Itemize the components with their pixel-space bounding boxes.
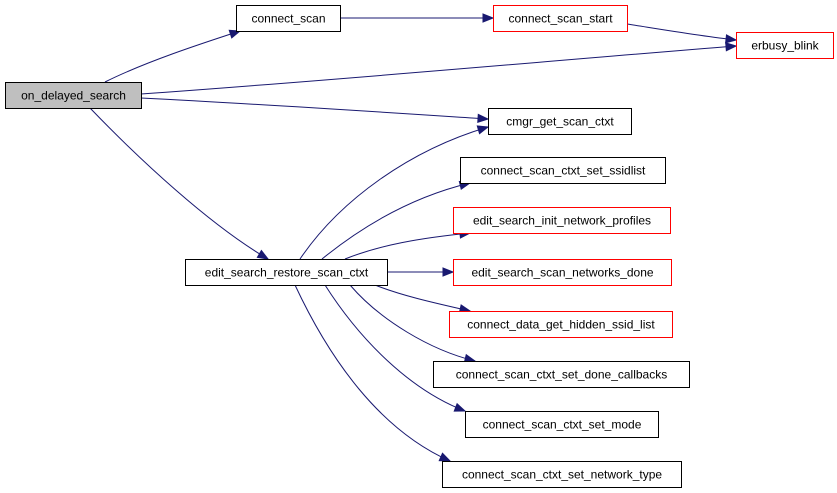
node-edit_search_restore_scan_ctxt[interactable]: edit_search_restore_scan_ctxt [185, 259, 388, 286]
edge-edit_search_restore_scan_ctxt-to-edit_search_init_network_profiles [344, 229, 472, 260]
edge-arrowhead [256, 249, 270, 260]
node-box[interactable] [488, 108, 632, 135]
nodes-layer: on_delayed_search connect_scan connect_sca… [5, 5, 834, 488]
edge-edit_search_restore_scan_ctxt-to-edit_search_scan_networks_done [387, 267, 455, 277]
node-label: connect_scan_ctxt_set_done_callbacks [456, 368, 667, 382]
node-edit_search_init_network_profiles[interactable]: edit_search_init_network_profiles [453, 207, 671, 234]
node-label: erbusy_blink [751, 39, 819, 53]
node-box[interactable] [5, 82, 142, 109]
node-box[interactable] [736, 32, 834, 59]
node-label: connect_scan_ctxt_set_mode [483, 418, 642, 432]
edge-arrowhead [482, 13, 495, 23]
node-connect_scan_ctxt_set_done_callbacks[interactable]: connect_scan_ctxt_set_done_callbacks [433, 361, 690, 388]
edge-arrowhead [453, 402, 467, 412]
node-label: connect_scan [251, 12, 325, 26]
edge-on_delayed_search-to-cmgr_get_scan_ctxt [140, 97, 490, 124]
edge-line [324, 284, 466, 412]
node-connect_scan_start[interactable]: connect_scan_start [493, 5, 628, 32]
node-box[interactable] [460, 157, 666, 184]
edge-connect_scan-to-connect_scan_start [340, 13, 495, 23]
edge-line [321, 182, 471, 260]
edge-line [89, 107, 269, 260]
edge-arrowhead [477, 113, 490, 124]
node-box[interactable] [236, 5, 341, 32]
node-label: edit_search_scan_networks_done [471, 266, 653, 280]
node-connect_scan[interactable]: connect_scan [236, 5, 341, 32]
node-connect_data_get_hidden_ssid_list[interactable]: connect_data_get_hidden_ssid_list [449, 311, 673, 338]
node-cmgr_get_scan_ctxt[interactable]: cmgr_get_scan_ctxt [488, 108, 632, 135]
edge-edit_search_restore_scan_ctxt-to-connect_scan_ctxt_set_mode [324, 284, 467, 412]
node-edit_search_scan_networks_done[interactable]: edit_search_scan_networks_done [453, 259, 672, 286]
node-label: on_delayed_search [21, 89, 126, 103]
edge-arrowhead [476, 125, 490, 135]
node-box[interactable] [453, 207, 671, 234]
node-label: connect_scan_ctxt_set_ssidlist [481, 164, 646, 178]
edges-layer [89, 13, 738, 462]
edge-line [140, 45, 737, 95]
edge-arrowhead [442, 267, 455, 277]
node-box[interactable] [449, 311, 673, 338]
edge-line [374, 284, 471, 312]
edge-edit_search_restore_scan_ctxt-to-cmgr_get_scan_ctxt [299, 125, 490, 260]
node-box[interactable] [493, 5, 628, 32]
node-box[interactable] [442, 461, 682, 488]
edge-line [344, 232, 471, 260]
edge-line [140, 97, 489, 120]
node-label: cmgr_get_scan_ctxt [506, 115, 614, 129]
node-box[interactable] [433, 361, 690, 388]
edge-arrowhead [228, 29, 242, 39]
edge-edit_search_restore_scan_ctxt-to-connect_data_get_hidden_ssid_list [374, 284, 472, 314]
edge-connect_scan_start-to-erbusy_blink [626, 23, 738, 44]
edge-edit_search_restore_scan_ctxt-to-connect_scan_ctxt_set_network_type [294, 284, 452, 462]
node-label: edit_search_init_network_profiles [473, 214, 651, 228]
node-box[interactable] [465, 411, 659, 438]
node-connect_scan_ctxt_set_ssidlist[interactable]: connect_scan_ctxt_set_ssidlist [460, 157, 666, 184]
node-label: connect_data_get_hidden_ssid_list [467, 318, 655, 332]
edge-on_delayed_search-to-edit_search_restore_scan_ctxt [89, 107, 270, 260]
node-erbusy_blink[interactable]: erbusy_blink [736, 32, 834, 59]
edge-arrowhead [725, 34, 738, 44]
node-connect_scan_ctxt_set_network_type[interactable]: connect_scan_ctxt_set_network_type [442, 461, 682, 488]
edge-line [626, 23, 737, 41]
edge-line [349, 284, 476, 362]
node-connect_scan_ctxt_set_mode[interactable]: connect_scan_ctxt_set_mode [465, 411, 659, 438]
node-on_delayed_search[interactable]: on_delayed_search [5, 82, 142, 109]
node-box[interactable] [185, 259, 388, 286]
edge-on_delayed_search-to-erbusy_blink [140, 42, 738, 95]
edge-edit_search_restore_scan_ctxt-to-connect_scan_ctxt_set_ssidlist [321, 180, 472, 260]
node-label: connect_scan_start [508, 12, 613, 26]
edge-line [294, 284, 451, 462]
node-label: edit_search_restore_scan_ctxt [205, 266, 369, 280]
node-box[interactable] [453, 259, 672, 286]
edge-line [104, 30, 241, 83]
edge-line [299, 126, 489, 260]
edge-arrowhead [725, 42, 738, 52]
node-label: connect_scan_ctxt_set_network_type [462, 468, 662, 482]
edge-on_delayed_search-to-connect_scan [104, 29, 242, 83]
edge-arrowhead [438, 452, 452, 462]
